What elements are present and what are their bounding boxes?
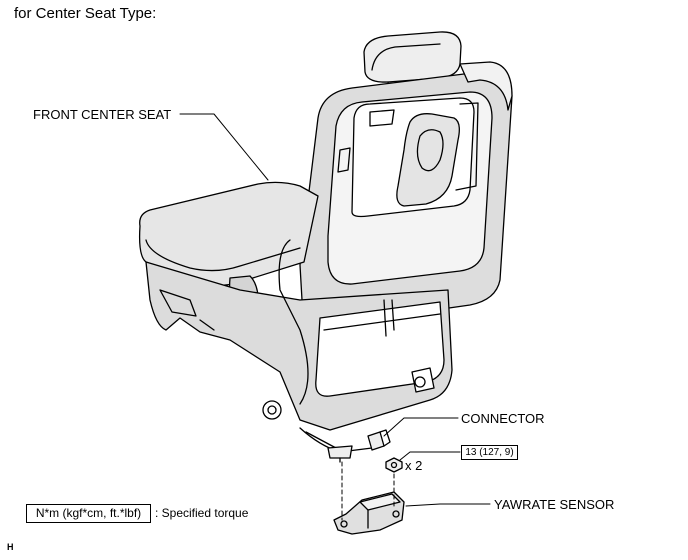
alignment-dashes	[341, 461, 395, 521]
torque-spec-box: 13 (127, 9)	[461, 445, 518, 460]
nut-part	[385, 457, 403, 473]
floor-bracket	[299, 427, 381, 463]
seat-frame	[145, 239, 453, 431]
leader-lines	[179, 113, 491, 507]
page-header: for Center Seat Type:	[14, 5, 157, 22]
label-connector: CONNECTOR	[461, 411, 545, 426]
seat-cushion	[138, 181, 319, 319]
legend-unit-box: N*m (kgf*cm, ft.*lbf)	[26, 504, 151, 523]
seat-back	[299, 61, 513, 326]
corner-code: H	[7, 542, 14, 552]
label-yawrate-sensor: YAWRATE SENSOR	[494, 497, 615, 512]
legend-description: : Specified torque	[155, 506, 249, 520]
label-front-center-seat: FRONT CENTER SEAT	[33, 107, 172, 122]
label-quantity: x 2	[405, 458, 423, 473]
yawrate-sensor-part	[333, 491, 405, 535]
connector-part	[367, 429, 391, 451]
